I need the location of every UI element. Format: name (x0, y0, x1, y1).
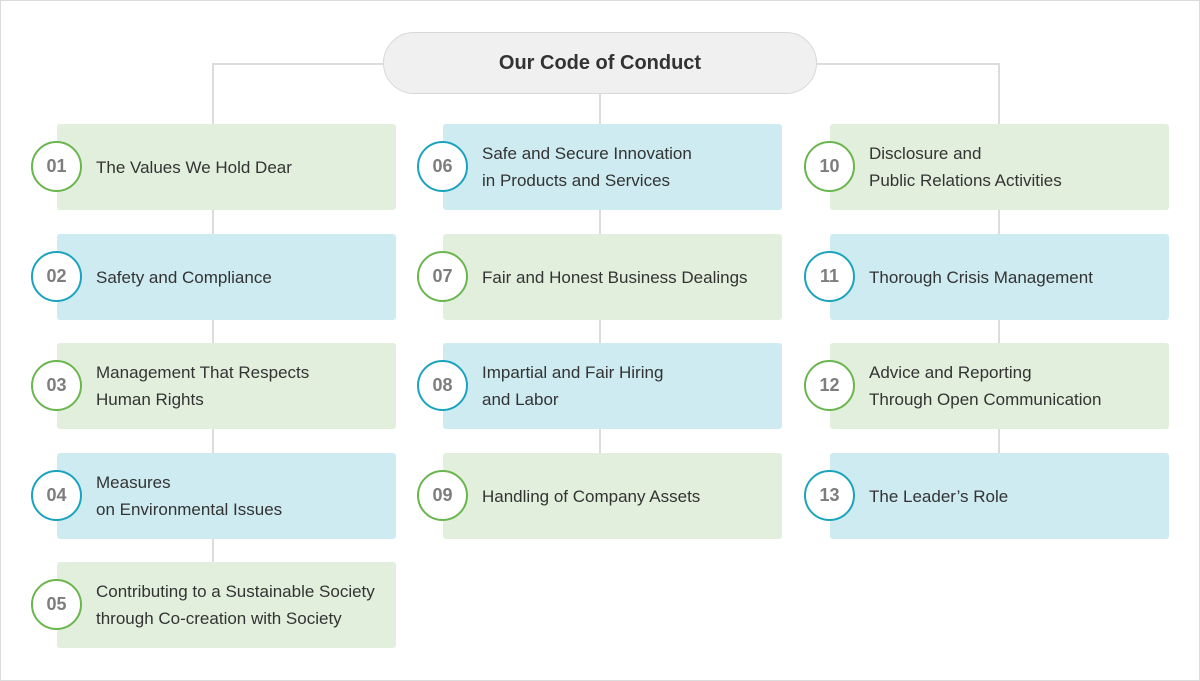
item-number-badge: 13 (804, 470, 855, 521)
conduct-item-label: Impartial and Fair Hiring and Labor (482, 363, 664, 409)
conduct-item-label: The Values We Hold Dear (96, 157, 292, 177)
connector-col1 (212, 63, 214, 583)
conduct-item-02: Safety and Compliance (57, 234, 396, 320)
conduct-item-09: Handling of Company Assets (443, 453, 782, 539)
conduct-item-12: Advice and Reporting Through Open Commun… (830, 343, 1169, 429)
conduct-item-label: Contributing to a Sustainable Society th… (96, 582, 375, 628)
conduct-item-label: The Leader’s Role (869, 486, 1009, 506)
conduct-item-11: Thorough Crisis Management (830, 234, 1169, 320)
item-number-badge: 04 (31, 470, 82, 521)
item-number-badge: 11 (804, 251, 855, 302)
item-number-badge: 03 (31, 360, 82, 411)
conduct-item-label: Disclosure and Public Relations Activiti… (869, 144, 1062, 190)
item-number-badge: 06 (417, 141, 468, 192)
conduct-item-07: Fair and Honest Business Dealings (443, 234, 782, 320)
conduct-item-label: Fair and Honest Business Dealings (482, 267, 748, 287)
conduct-item-06: Safe and Secure Innovation in Products a… (443, 124, 782, 210)
item-number-badge: 10 (804, 141, 855, 192)
conduct-item-label: Advice and Reporting Through Open Commun… (869, 363, 1102, 409)
item-number-badge: 05 (31, 579, 82, 630)
item-number-badge: 07 (417, 251, 468, 302)
conduct-item-05: Contributing to a Sustainable Society th… (57, 562, 396, 648)
conduct-item-label: Thorough Crisis Management (869, 267, 1093, 287)
conduct-item-08: Impartial and Fair Hiring and Labor (443, 343, 782, 429)
item-number-badge: 02 (31, 251, 82, 302)
conduct-item-label: Management That Respects Human Rights (96, 363, 310, 409)
item-number-badge: 01 (31, 141, 82, 192)
conduct-item-13: The Leader’s Role (830, 453, 1169, 539)
conduct-item-label: Safety and Compliance (96, 267, 272, 287)
conduct-item-label: Safe and Secure Innovation in Products a… (482, 144, 692, 190)
conduct-item-label: Measures on Environmental Issues (96, 473, 283, 519)
conduct-item-03: Management That Respects Human Rights (57, 343, 396, 429)
code-of-conduct-title: Our Code of Conduct (383, 32, 817, 94)
conduct-item-10: Disclosure and Public Relations Activiti… (830, 124, 1169, 210)
conduct-item-04: Measures on Environmental Issues (57, 453, 396, 539)
item-number-badge: 12 (804, 360, 855, 411)
item-number-badge: 08 (417, 360, 468, 411)
item-number-badge: 09 (417, 470, 468, 521)
conduct-item-label: Handling of Company Assets (482, 486, 701, 506)
conduct-item-01: The Values We Hold Dear (57, 124, 396, 210)
